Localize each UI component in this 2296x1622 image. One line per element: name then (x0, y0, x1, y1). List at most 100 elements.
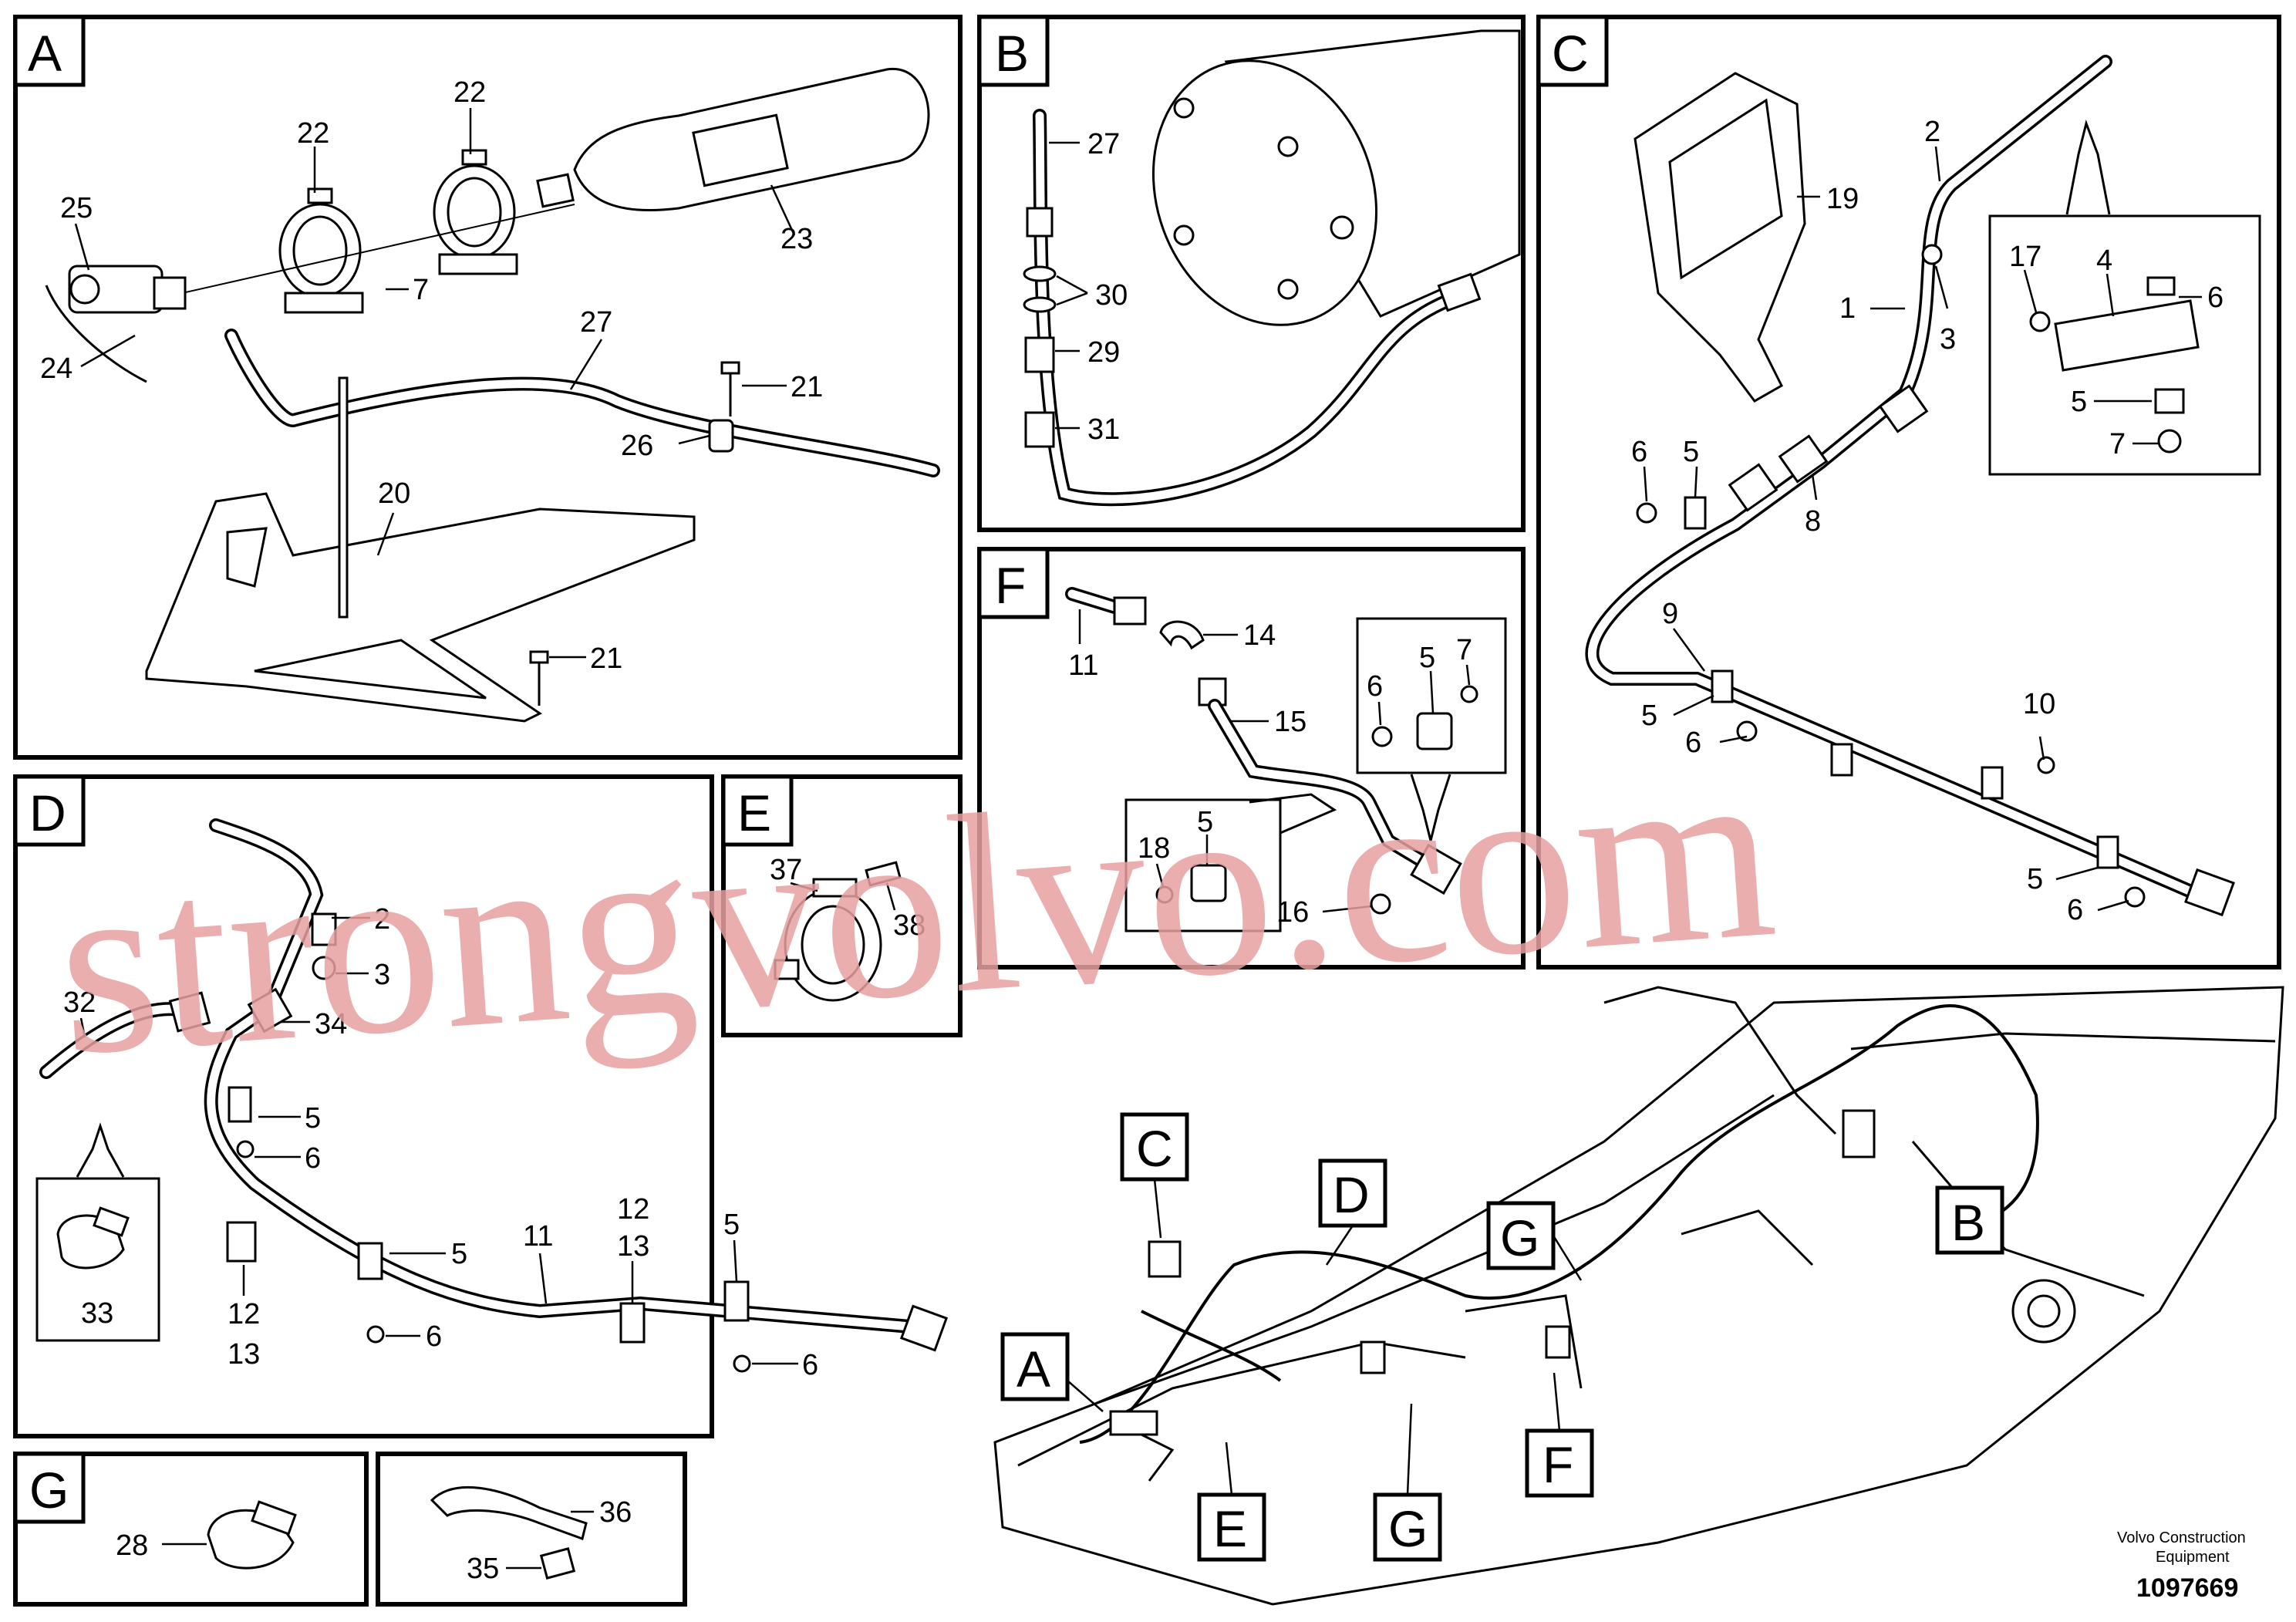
svg-text:35: 35 (467, 1553, 499, 1585)
svg-text:38: 38 (893, 909, 925, 942)
svg-text:5: 5 (1197, 806, 1213, 838)
svg-text:3: 3 (374, 959, 390, 991)
callouts-ties: 36 35 (467, 1496, 632, 1585)
svg-text:F: F (1542, 1436, 1573, 1493)
svg-text:27: 27 (1087, 128, 1120, 160)
svg-text:18: 18 (1138, 832, 1170, 865)
svg-text:6: 6 (426, 1320, 442, 1353)
svg-text:8: 8 (1805, 505, 1821, 538)
svg-text:12: 12 (617, 1193, 649, 1226)
svg-text:29: 29 (1087, 336, 1120, 369)
brand-line-2: Equipment (2156, 1549, 2230, 1566)
callouts-c: 19 2 1 3 17 4 6 5 7 6 5 8 9 5 (1631, 116, 2224, 926)
panel-letter: A (28, 25, 62, 82)
detail-inset (1988, 119, 2261, 476)
svg-text:G: G (1388, 1500, 1428, 1557)
svg-text:4: 4 (2096, 244, 2112, 277)
svg-text:7: 7 (2109, 428, 2126, 460)
svg-text:B: B (1951, 1194, 1985, 1251)
svg-text:36: 36 (599, 1496, 632, 1529)
accumulator-cylinder (536, 68, 930, 212)
svg-text:10: 10 (2023, 688, 2055, 720)
panel-a: A (13, 15, 963, 760)
bracket-plate (145, 376, 696, 723)
svg-text:5: 5 (1641, 700, 1657, 732)
svg-text:34: 34 (315, 1008, 347, 1040)
panel-f: F 11 14 15 6 5 7 (977, 547, 1526, 969)
svg-text:13: 13 (617, 1230, 649, 1263)
clamp-22-left (278, 187, 364, 314)
svg-text:31: 31 (1087, 413, 1120, 446)
svg-text:9: 9 (1662, 598, 1678, 630)
svg-text:6: 6 (2207, 282, 2224, 314)
svg-text:6: 6 (1631, 436, 1647, 468)
control-box (1633, 72, 1806, 403)
panel-letter: F (995, 557, 1026, 614)
clamp-22-right (433, 149, 518, 275)
callouts-e: 37 38 (770, 854, 925, 942)
svg-text:20: 20 (378, 477, 410, 510)
panel-letter: C (1552, 25, 1589, 82)
overview-labels: C D G B A E G F (1000, 1112, 2004, 1562)
svg-text:5: 5 (2027, 863, 2043, 895)
svg-text:33: 33 (81, 1297, 113, 1330)
machine-overview (993, 986, 2284, 1606)
svg-text:13: 13 (228, 1338, 260, 1371)
svg-text:32: 32 (63, 986, 96, 1019)
svg-text:5: 5 (2071, 386, 2087, 418)
svg-text:23: 23 (781, 223, 813, 255)
svg-text:7: 7 (1456, 634, 1472, 666)
svg-text:17: 17 (2009, 241, 2041, 273)
svg-text:30: 30 (1095, 279, 1128, 312)
svg-text:6: 6 (2067, 894, 2083, 926)
svg-text:12: 12 (228, 1298, 260, 1330)
svg-text:5: 5 (1419, 642, 1435, 674)
cylinder-end (1151, 29, 1521, 326)
svg-text:21: 21 (590, 642, 622, 675)
svg-text:6: 6 (1367, 670, 1383, 703)
svg-text:5: 5 (1683, 436, 1699, 468)
svg-text:A: A (1017, 1340, 1050, 1398)
svg-text:11: 11 (523, 1220, 553, 1253)
panel-b: B 27 30 29 31 (977, 15, 1526, 532)
svg-text:6: 6 (802, 1349, 818, 1381)
svg-text:22: 22 (297, 117, 329, 150)
svg-text:15: 15 (1274, 706, 1306, 738)
svg-text:D: D (1333, 1166, 1370, 1223)
svg-text:G: G (1500, 1209, 1539, 1266)
svg-text:5: 5 (451, 1238, 467, 1270)
panel-letter: D (29, 784, 66, 841)
svg-text:7: 7 (413, 274, 429, 306)
svg-text:2: 2 (374, 903, 390, 936)
callouts-f: 11 14 15 6 5 7 18 5 16 (1068, 609, 1472, 929)
svg-text:5: 5 (723, 1209, 740, 1241)
svg-text:1: 1 (1839, 292, 1856, 325)
doc-number: 1097669 (2136, 1573, 2238, 1603)
panel-cable-ties: 36 35 (376, 1452, 687, 1607)
panel-d: D 2 3 32 34 5 (13, 774, 949, 1438)
brand-line-1: Volvo Construction (2117, 1529, 2246, 1546)
svg-text:37: 37 (770, 854, 802, 886)
callouts-a: 25 24 22 22 7 23 27 21 26 20 21 (40, 76, 823, 675)
svg-text:2: 2 (1924, 116, 1940, 148)
svg-text:19: 19 (1826, 183, 1859, 215)
panel-e: E 37 38 (721, 774, 963, 1037)
svg-text:11: 11 (1068, 649, 1098, 682)
svg-text:5: 5 (305, 1102, 321, 1135)
callouts-b: 27 30 29 31 (1049, 128, 1128, 446)
panel-c: C (1536, 15, 2281, 969)
panel-letter: E (737, 784, 771, 841)
callouts-d: 2 3 32 34 5 6 12 13 5 11 12 13 5 6 (63, 903, 818, 1381)
svg-text:E: E (1213, 1500, 1247, 1557)
svg-text:14: 14 (1243, 619, 1276, 652)
svg-text:26: 26 (621, 430, 653, 462)
svg-text:21: 21 (791, 371, 823, 403)
svg-text:28: 28 (116, 1529, 148, 1562)
panel-letter: G (29, 1462, 69, 1519)
svg-text:24: 24 (40, 352, 72, 385)
svg-text:25: 25 (60, 192, 93, 224)
svg-text:6: 6 (1685, 727, 1701, 759)
svg-text:22: 22 (453, 76, 486, 109)
panel-letter: B (995, 25, 1029, 82)
